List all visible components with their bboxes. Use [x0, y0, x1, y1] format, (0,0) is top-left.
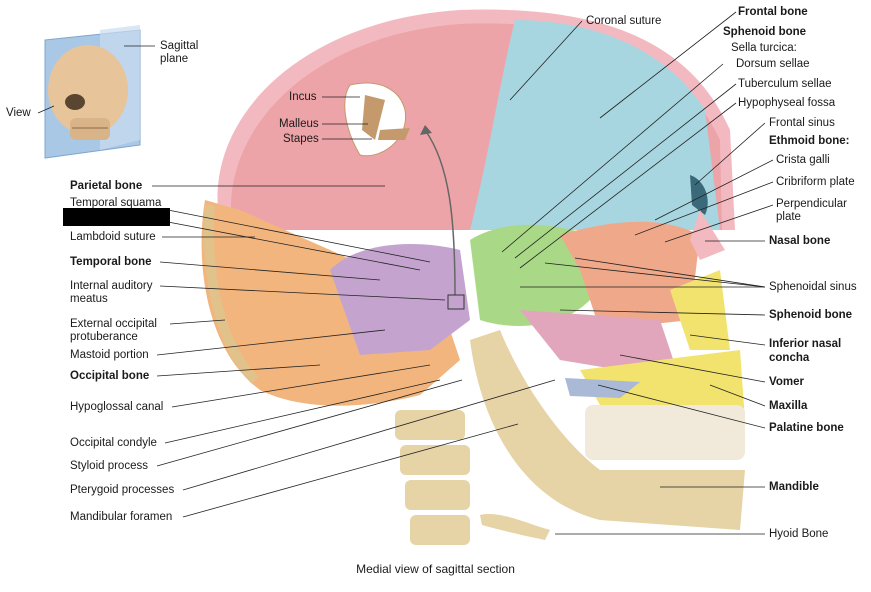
label-mastoid-portion: Mastoid portion: [70, 349, 149, 361]
label-frontal-bone: Frontal bone: [738, 6, 808, 18]
label-ethmoid-bone: Ethmoid bone:: [769, 135, 850, 147]
label-occipital-bone: Occipital bone: [70, 370, 150, 382]
label-coronal-suture: Coronal suture: [586, 15, 662, 27]
label-temporal-squama: Temporal squama: [70, 197, 162, 209]
label-plate: plate: [776, 211, 801, 223]
label-sphenoid-bone-top: Sphenoid bone: [723, 26, 807, 38]
label-sella-turcica: Sella turcica:: [731, 42, 797, 54]
label-parietal-bone: Parietal bone: [70, 180, 143, 192]
label-incus: Incus: [289, 91, 317, 103]
label-cribriform-plate: Cribriform plate: [776, 176, 855, 188]
label-stapes: Stapes: [283, 133, 319, 145]
label-mandibular-foramen: Mandibular foramen: [70, 511, 173, 523]
label-temporal-bone: Temporal bone: [70, 256, 152, 268]
label-external-occipital: External occipital: [70, 318, 157, 330]
label-mandible: Mandible: [769, 481, 819, 493]
label-protuberance: protuberance: [70, 331, 138, 343]
label-crista-galli: Crista galli: [776, 154, 830, 166]
label-hyoid-bone: Hyoid Bone: [769, 528, 829, 540]
label-malleus: Malleus: [279, 118, 319, 130]
figure-caption: Medial view of sagittal section: [356, 562, 515, 576]
label-frontal-sinus: Frontal sinus: [769, 117, 835, 129]
redacted-label-box: [63, 208, 170, 226]
sagittal-plane-label: Sagittal plane: [160, 40, 199, 65]
label-tuberculum-sellae: Tuberculum sellae: [738, 78, 832, 90]
label-dorsum-sellae: Dorsum sellae: [736, 58, 810, 70]
leader-lines: [37, 11, 774, 535]
label-vomer: Vomer: [769, 376, 804, 388]
label-inferior-nasal: Inferior nasal: [769, 338, 842, 350]
label-lambdoid-suture: Lambdoid suture: [70, 231, 156, 243]
label-concha: concha: [769, 352, 810, 364]
label-sphenoidal-sinus: Sphenoidal sinus: [769, 281, 857, 293]
label-pterygoid-processes: Pterygoid processes: [70, 484, 175, 496]
label-perpendicular: Perpendicular: [776, 198, 847, 210]
label-occipital-condyle: Occipital condyle: [70, 437, 157, 449]
label-internal-auditory: Internal auditory: [70, 280, 153, 292]
view-label: View: [6, 107, 31, 119]
inset-thumbnail: [44, 25, 141, 159]
label-sphenoid-bone: Sphenoid bone: [769, 309, 853, 321]
label-hypophyseal-fossa: Hypophyseal fossa: [738, 97, 836, 109]
label-maxilla: Maxilla: [769, 400, 808, 412]
label-meatus: meatus: [70, 293, 108, 305]
label-nasal-bone: Nasal bone: [769, 235, 831, 247]
label-palatine-bone: Palatine bone: [769, 422, 844, 434]
label-hypoglossal-canal: Hypoglossal canal: [70, 401, 164, 413]
label-styloid-process: Styloid process: [70, 460, 148, 472]
